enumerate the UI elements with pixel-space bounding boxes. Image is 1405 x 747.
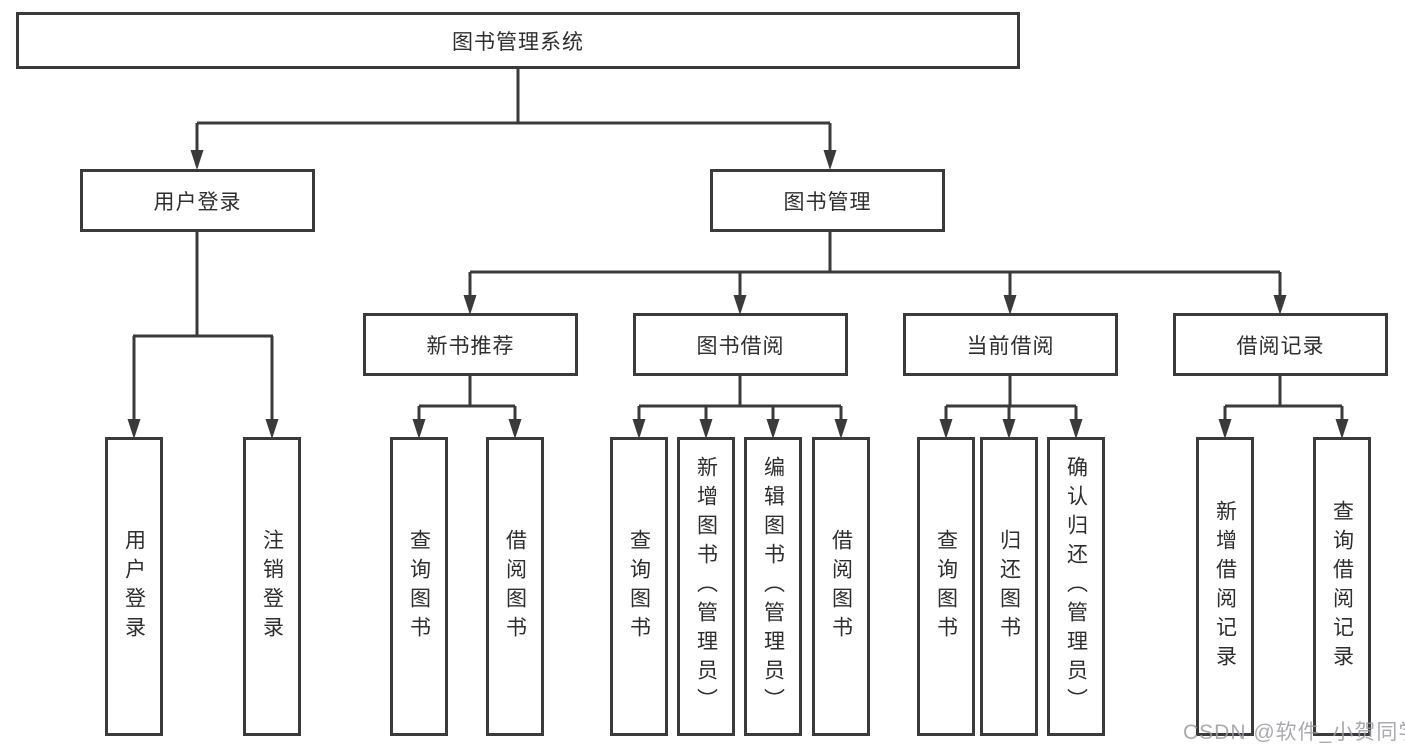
leaf-edit-book-admin: 编辑图书（管理员）: [744, 437, 802, 736]
arrowhead: [834, 419, 848, 439]
arrowhead: [766, 419, 780, 439]
node-label: 借阅图书: [503, 528, 527, 645]
csdn-watermark: CSDN @软件_小贺同学: [1183, 721, 1405, 744]
node-label: 查询图书: [407, 528, 431, 645]
node-label: 查询图书: [934, 528, 958, 645]
node-label: 借阅图书: [829, 528, 853, 645]
node-user-login: 用户登录: [80, 169, 315, 232]
connector-borrow-records: [1223, 375, 1344, 421]
leaf-user-login: 用户登录: [105, 437, 163, 736]
node-label: 新增图书（管理员）: [694, 456, 718, 717]
leaf-query-books-1: 查询图书: [390, 437, 448, 736]
connector-root: [195, 68, 832, 152]
arrowhead: [1273, 295, 1287, 315]
node-label: 编辑图书（管理员）: [761, 456, 785, 717]
connector-book-management: [468, 231, 1282, 297]
node-label: 查询借阅记录: [1330, 499, 1354, 674]
node-label: 图书管理系统: [452, 30, 584, 54]
arrowhead: [1003, 295, 1017, 315]
arrowhead: [1069, 419, 1083, 439]
leaf-return-books: 归还图书: [980, 437, 1038, 736]
arrowhead: [823, 150, 837, 170]
node-label: 当前借阅: [966, 334, 1055, 358]
arrowhead: [190, 150, 204, 170]
node-label: 归还图书: [997, 528, 1021, 645]
arrowhead: [1218, 419, 1232, 439]
node-current-borrow: 当前借阅: [903, 313, 1118, 376]
connector-book-borrow: [637, 375, 843, 421]
leaf-borrow-books-1: 借阅图书: [486, 437, 544, 736]
node-label: 确认归还（管理员）: [1064, 456, 1088, 717]
node-label: 图书借阅: [696, 334, 785, 358]
node-label: 用户登录: [122, 528, 146, 645]
leaf-add-borrow-record: 新增借阅记录: [1196, 437, 1254, 736]
node-label: 新增借阅记录: [1213, 499, 1237, 674]
connector-current-borrow: [944, 375, 1078, 421]
connector-new-book-recommend: [417, 375, 517, 421]
node-root: 图书管理系统: [16, 12, 1020, 69]
node-label: 新书推荐: [426, 334, 515, 358]
node-new-book-recommend: 新书推荐: [363, 313, 578, 376]
node-borrow-records: 借阅记录: [1173, 313, 1388, 376]
arrowhead: [127, 419, 141, 439]
leaf-confirm-return-admin: 确认归还（管理员）: [1047, 437, 1105, 736]
arrowhead: [265, 419, 279, 439]
leaf-query-books-3: 查询图书: [917, 437, 975, 736]
leaf-query-books-2: 查询图书: [610, 437, 668, 736]
connector-user-login: [132, 231, 274, 421]
node-label: 查询图书: [627, 528, 651, 645]
arrowhead: [699, 419, 713, 439]
arrowhead: [632, 419, 646, 439]
node-book-management: 图书管理: [710, 169, 945, 232]
leaf-borrow-books-2: 借阅图书: [812, 437, 870, 736]
node-label: 图书管理: [783, 190, 872, 214]
arrowhead: [939, 419, 953, 439]
arrowhead: [733, 295, 747, 315]
arrowhead: [412, 419, 426, 439]
arrowhead: [1335, 419, 1349, 439]
node-label: 借阅记录: [1236, 334, 1325, 358]
arrowhead: [508, 419, 522, 439]
node-label: 注销登录: [260, 528, 284, 645]
leaf-add-book-admin: 新增图书（管理员）: [677, 437, 735, 736]
node-book-borrow: 图书借阅: [633, 313, 848, 376]
leaf-query-borrow-record: 查询借阅记录: [1313, 437, 1371, 736]
arrowhead: [1002, 419, 1016, 439]
arrowhead: [463, 295, 477, 315]
leaf-logout: 注销登录: [243, 437, 301, 736]
node-label: 用户登录: [153, 190, 242, 214]
